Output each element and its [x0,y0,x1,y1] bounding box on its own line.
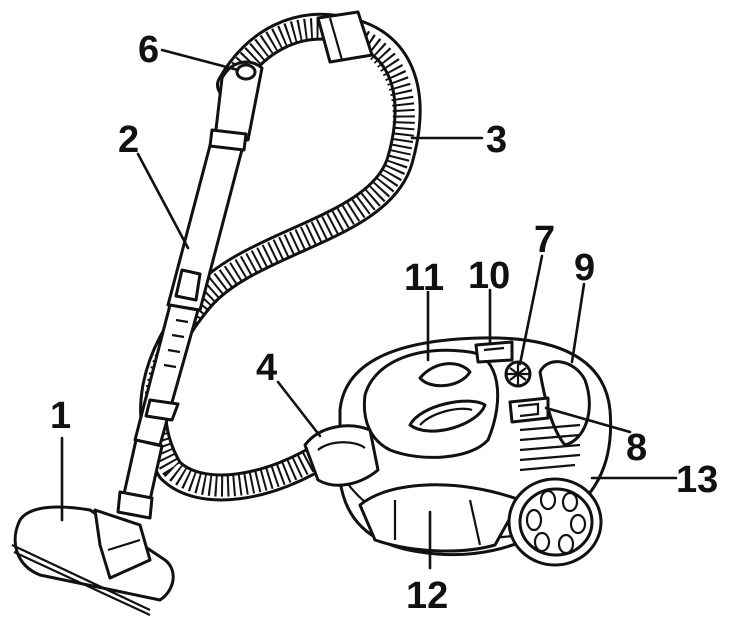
label-9: 9 [574,247,595,289]
leader-line-7 [518,254,544,366]
rear-wheel [507,477,603,567]
label-10: 10 [468,255,510,297]
label-3: 3 [486,119,507,161]
cable-rewind-button [474,340,514,364]
label-11: 11 [404,257,444,299]
front-carry-handle [358,483,522,553]
airflow-control-slider [235,63,257,81]
label-2: 2 [118,119,139,161]
leader-line-4 [276,380,322,438]
label-8: 8 [626,427,647,469]
label-6: 6 [138,29,159,71]
leader-line-8 [544,406,632,434]
hose-inlet-connector [303,424,380,487]
hose-top-connector [316,10,374,64]
part-labels: 1 2 3 4 6 7 8 9 10 11 12 13 [50,29,718,617]
label-4: 4 [256,347,277,389]
floor-nozzle [11,490,175,616]
leader-lines [60,48,678,570]
dust-indicator-window [418,362,472,388]
leader-line-6 [160,48,240,72]
hose-handle [213,60,264,142]
label-7: 7 [534,219,555,261]
label-13: 13 [676,459,718,501]
telescopic-tube [122,128,248,502]
leader-line-9 [570,282,586,364]
tube-length-adjuster [174,268,202,302]
on-off-switch [508,396,550,424]
label-12: 12 [406,575,448,617]
leader-line-2 [136,152,190,250]
label-1: 1 [50,395,71,437]
